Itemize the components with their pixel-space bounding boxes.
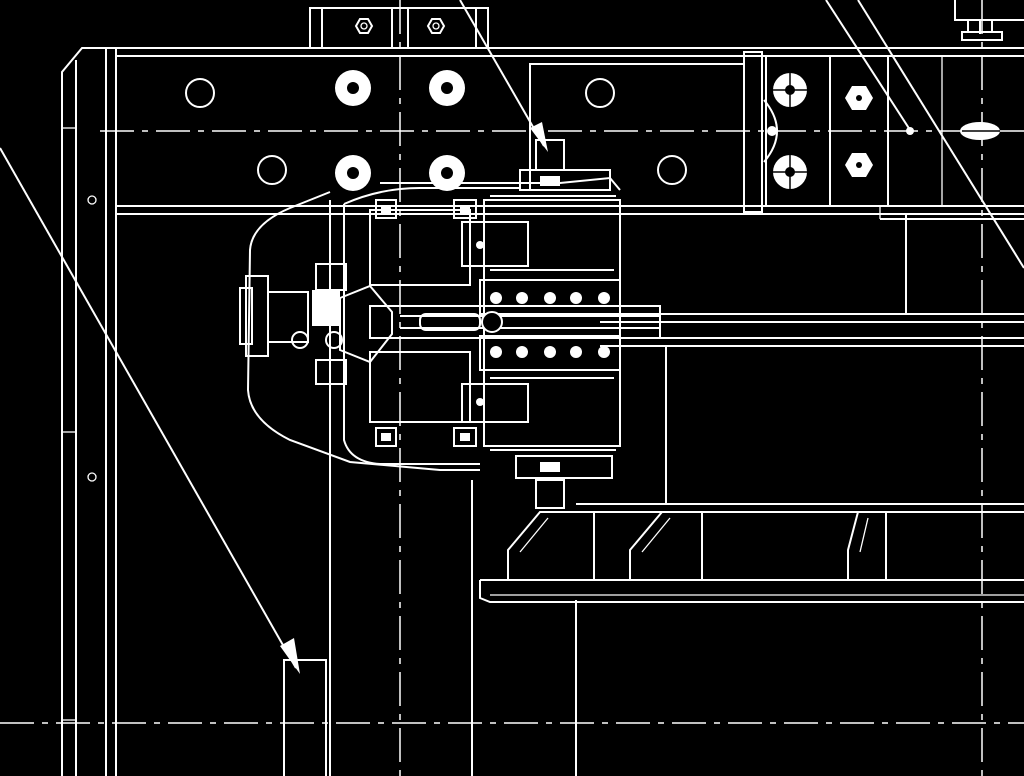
bolt-head-icon [770,152,810,192]
main-horizontal-beam [106,47,1024,215]
clamp-bottom-nut [490,449,616,509]
bolt-head-icon [335,70,371,106]
lower-post [283,659,327,776]
gusset-edge [859,517,869,553]
beam-inner-plate [529,63,745,190]
spring-pack-lower [479,335,621,371]
leader-lines [0,0,1024,674]
fastener-icon [291,331,309,349]
top-right-fixture [954,0,1024,41]
clamp-housing-lower [369,351,471,423]
bolt-head-icon [429,70,465,106]
clamp-right-housing [483,199,621,447]
guide-shaft [600,313,1024,347]
gusset-edge [641,517,671,553]
actuator-cap [315,359,347,385]
roller-row-upper [490,292,610,304]
rod-slot [419,313,481,331]
base-plate [479,579,1024,603]
fastener-icon [375,427,397,447]
leader-line [459,0,545,147]
pin-icon [767,126,777,136]
bolt-head-icon [429,155,465,191]
wing-nut-icon [960,122,1000,140]
clamp-cover-inner [343,204,480,465]
frame-outer-edge [61,47,106,776]
arrowhead-icon [530,122,548,152]
fastener-icon [325,331,343,349]
actuator-body [267,291,309,343]
clamp-cover-inner [343,187,520,205]
pin-icon [476,241,484,249]
bolt-hole [657,155,687,185]
clamp-assembly [239,139,661,509]
top-mounting-bracket [309,7,489,49]
frame-rivet [87,472,97,482]
pin-icon [476,398,484,406]
bolt-head-icon [335,155,371,191]
clamp-top-nut [490,139,616,197]
clamp-jaw-upper [461,221,529,267]
clamp-rod [369,305,661,339]
clamp-hex-body [339,284,393,364]
gusset-plate [507,511,595,581]
clamp-cover-top [380,176,621,191]
bolt-hole [257,155,287,185]
spring-pack-upper [479,279,621,315]
hex-nut-icon [354,18,374,34]
fastener-icon [453,199,477,219]
left-frame-post [61,47,117,776]
bracket-body [309,7,489,49]
clamp-outer-cover [246,191,480,471]
fastener-icon [375,199,397,219]
leader-line [0,147,297,669]
bolt-head-icon [770,70,810,110]
leader-line [825,0,913,134]
hex-nut-icon [845,153,873,177]
rod-end-icon [481,311,503,333]
hex-nut-icon [845,86,873,110]
arrowhead-icon [280,638,300,674]
clamp-housing-upper [369,209,471,286]
hex-nut-icon [426,18,446,34]
actuator-block [312,290,340,326]
roller-row-lower [490,346,610,358]
connector-plate [743,51,763,213]
actuator-cap [315,263,347,291]
gusset-edge [519,517,549,553]
bolt-hole [360,22,368,30]
bolt-hole [432,22,440,30]
leader-line [857,0,1024,269]
lower-structure [283,200,1024,776]
fixture-outline [954,0,1024,21]
clamp-jaw-lower [461,383,529,423]
right-connector-block [743,51,1024,220]
actuator-flange-edge [239,287,253,345]
fastener-icon [453,427,477,447]
bolt-hole [185,78,215,108]
gusset-plate [847,511,887,581]
bolt-hole [585,78,615,108]
gusset-plate [629,511,703,581]
fixture-plate [961,31,1003,41]
frame-rivet [87,195,97,205]
